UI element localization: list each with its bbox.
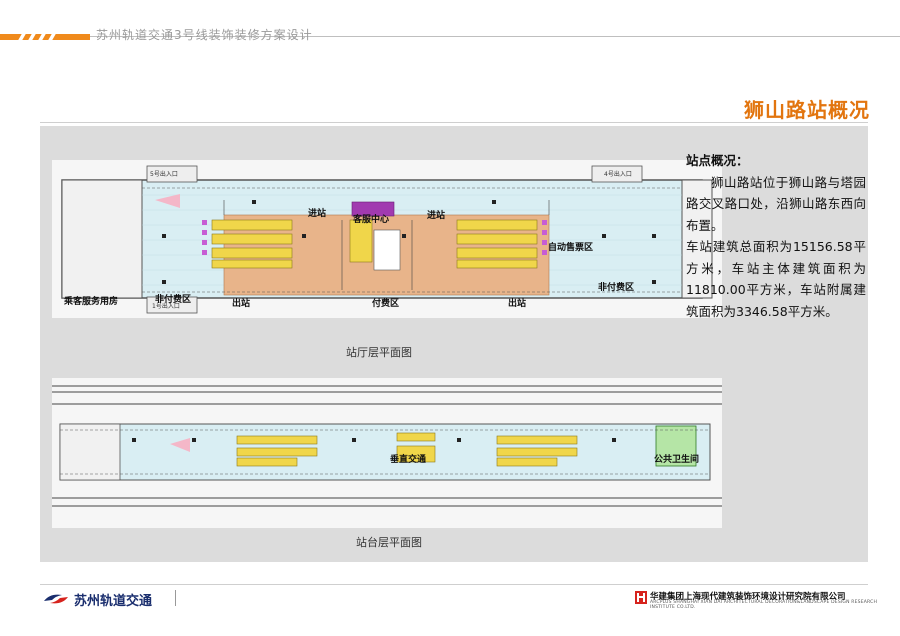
overview-location: 狮山路站位于狮山路与塔园路交叉路口处，沿狮山路东西向布置。	[686, 174, 866, 233]
service-center-label: 客服中心	[353, 215, 390, 225]
overview-heading: 站点概况：	[686, 153, 749, 168]
project-title: 苏州轨道交通3号线装饰装修方案设计	[96, 28, 313, 42]
exit-1-label: 1号出入口	[152, 303, 180, 310]
footer-divider	[175, 590, 176, 606]
footer-rule	[40, 584, 868, 585]
platform-plan-caption: 站台层平面图	[356, 536, 422, 549]
unpaid-zone-left-label: 非付费区	[155, 295, 192, 305]
paid-zone-label: 付费区	[372, 299, 400, 309]
passenger-room-label: 乘客服务用房	[64, 297, 119, 307]
entry-label-left: 进站	[308, 209, 327, 219]
page-title: 狮山路站概况	[744, 98, 870, 122]
footer-brand: 苏州轨道交通	[74, 594, 153, 609]
footer-company-en: ARCPLUS SHANGHAI XIAN DAI ARCHITECTURAL …	[650, 600, 878, 610]
header-accent-bar	[0, 34, 90, 40]
exit-zone-left-label: 出站	[232, 299, 251, 309]
footer-company: 华建集团上海现代建筑装饰环境设计研究院有限公司	[650, 592, 846, 602]
company-logo-icon	[635, 591, 647, 604]
exit-zone-right-label: 出站	[508, 299, 527, 309]
ticketing-area-label: 自动售票区	[548, 243, 594, 253]
concourse-plan-drawing	[52, 160, 722, 318]
content-panel: 5号出入口 4号出入口 1号出入口 进站 进站 客服中心 自动售票区 乘客服务用…	[40, 126, 868, 562]
restroom-label: 公共卫生间	[654, 455, 700, 465]
exit-5-label: 5号出入口	[150, 171, 178, 178]
concourse-plan-caption: 站厅层平面图	[346, 346, 412, 359]
unpaid-zone-right-label: 非付费区	[598, 283, 635, 293]
overview-area: 车站建筑总面积为15156.58平方米，车站主体建筑面积为11810.00平方米…	[686, 239, 866, 319]
concourse-floor-plan: 5号出入口 4号出入口 1号出入口 进站 进站 客服中心 自动售票区 乘客服务用…	[52, 160, 722, 318]
title-divider	[40, 122, 868, 123]
header-rule	[90, 36, 900, 37]
platform-plan-drawing	[52, 378, 722, 528]
suzhou-metro-logo-icon	[44, 594, 68, 604]
entry-label-right: 进站	[427, 211, 446, 221]
exit-4-label: 4号出入口	[604, 171, 632, 178]
vertical-transport-label: 垂直交通	[390, 455, 427, 465]
platform-floor-plan: 垂直交通 公共卫生间	[52, 378, 722, 528]
station-overview: 站点概况： 狮山路站位于狮山路与塔园路交叉路口处，沿狮山路东西向布置。 车站建筑…	[686, 150, 866, 322]
